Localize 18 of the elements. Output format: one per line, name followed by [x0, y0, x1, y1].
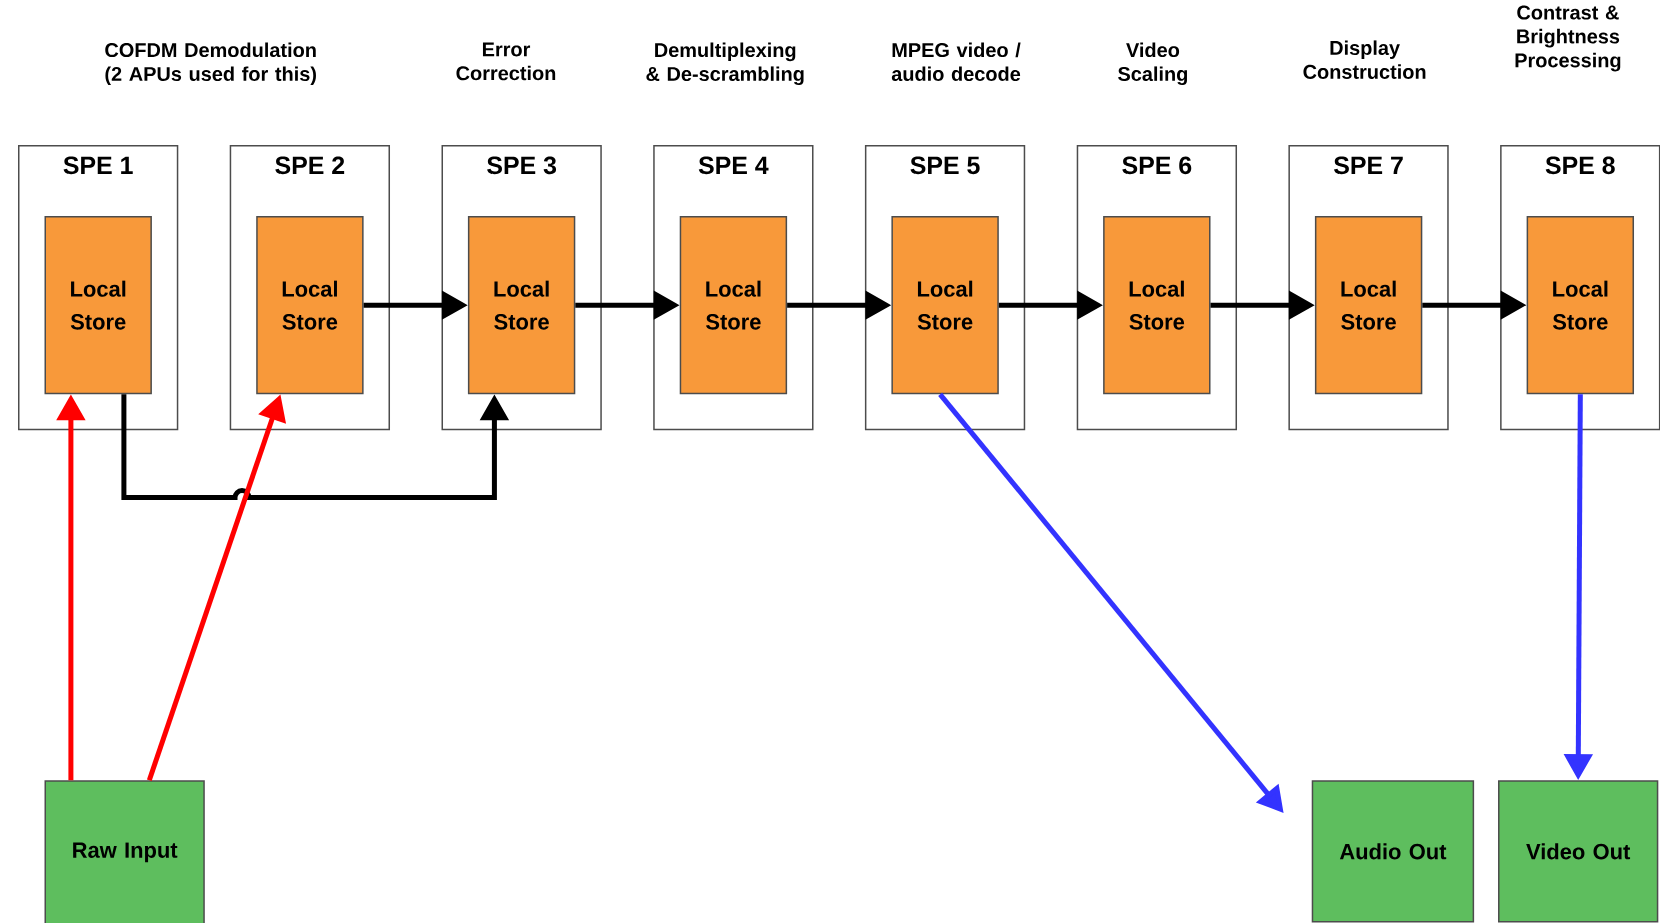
- io-box: Raw Input: [44, 780, 205, 923]
- stage-label: MPEG video / audio decode: [891, 42, 1021, 82]
- stage-label: Display Construction: [1303, 40, 1426, 79]
- memory-box: Local Store: [256, 216, 364, 395]
- stage-label: Demultiplexing & De-scrambling: [646, 42, 804, 86]
- memory-box: Local Store: [891, 216, 999, 395]
- stage-label: COFDM Demodulation (2 APUs used for this): [105, 42, 316, 85]
- stage-label: Error Correction: [456, 42, 556, 81]
- stage-label: Contrast & Brightness Processing: [1515, 5, 1621, 72]
- memory-box: Local Store: [44, 216, 152, 395]
- memory-box: Local Store: [1314, 216, 1423, 395]
- memory-box: Local Store: [1103, 216, 1211, 395]
- io-box: Audio Out: [1311, 780, 1475, 923]
- memory-box: Local Store: [1526, 216, 1634, 395]
- memory-box: Local Store: [467, 216, 576, 395]
- stage-label: Video Scaling: [1118, 42, 1187, 86]
- io-box: Video Out: [1498, 780, 1659, 923]
- memory-box: Local Store: [679, 216, 788, 395]
